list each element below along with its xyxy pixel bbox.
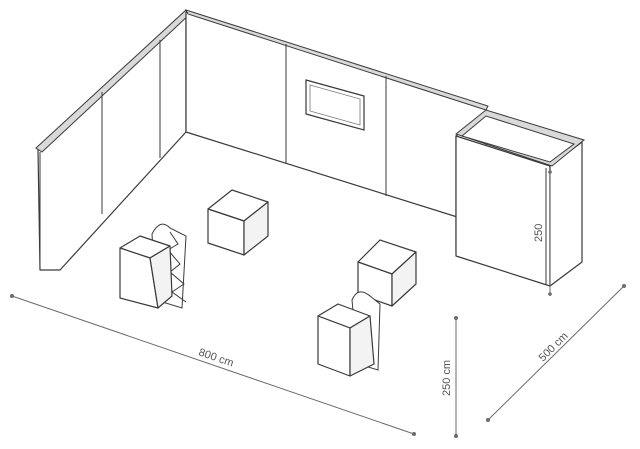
storage-height-dimension: 250 [533, 170, 552, 296]
cube-seat-back [207, 189, 269, 256]
wall-screen [305, 79, 365, 131]
counter-left [119, 223, 187, 309]
back-wall [185, 9, 489, 227]
counter-right [317, 291, 381, 377]
storage-height-label: 250 [533, 224, 545, 242]
depth-label: 500 cm [537, 330, 571, 364]
left-wall [35, 9, 191, 271]
height-dimension: 250 cm [441, 316, 458, 438]
storage-room [454, 109, 586, 287]
depth-dimension: 500 cm [486, 284, 626, 422]
height-label: 250 cm [441, 360, 453, 396]
